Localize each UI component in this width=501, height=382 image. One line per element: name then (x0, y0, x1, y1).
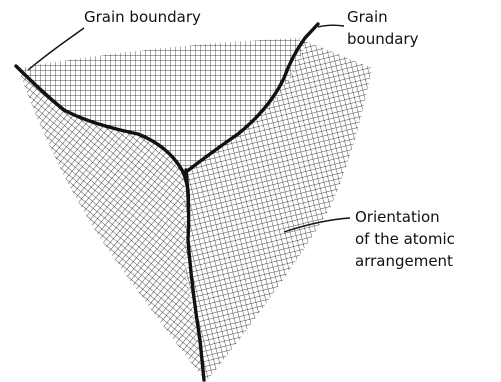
label-orientation-line3: arrangement (355, 252, 453, 270)
label-grain-boundary-left: Grain boundary (84, 8, 201, 26)
label-grain-boundary-right-line1: Grain (347, 8, 388, 26)
label-orientation-line1: Orientation (355, 208, 440, 226)
label-grain-boundary-right-line2: boundary (347, 30, 419, 48)
leader-line-grain-boundary-right (318, 25, 344, 27)
label-orientation-line2: of the atomic (355, 230, 455, 248)
